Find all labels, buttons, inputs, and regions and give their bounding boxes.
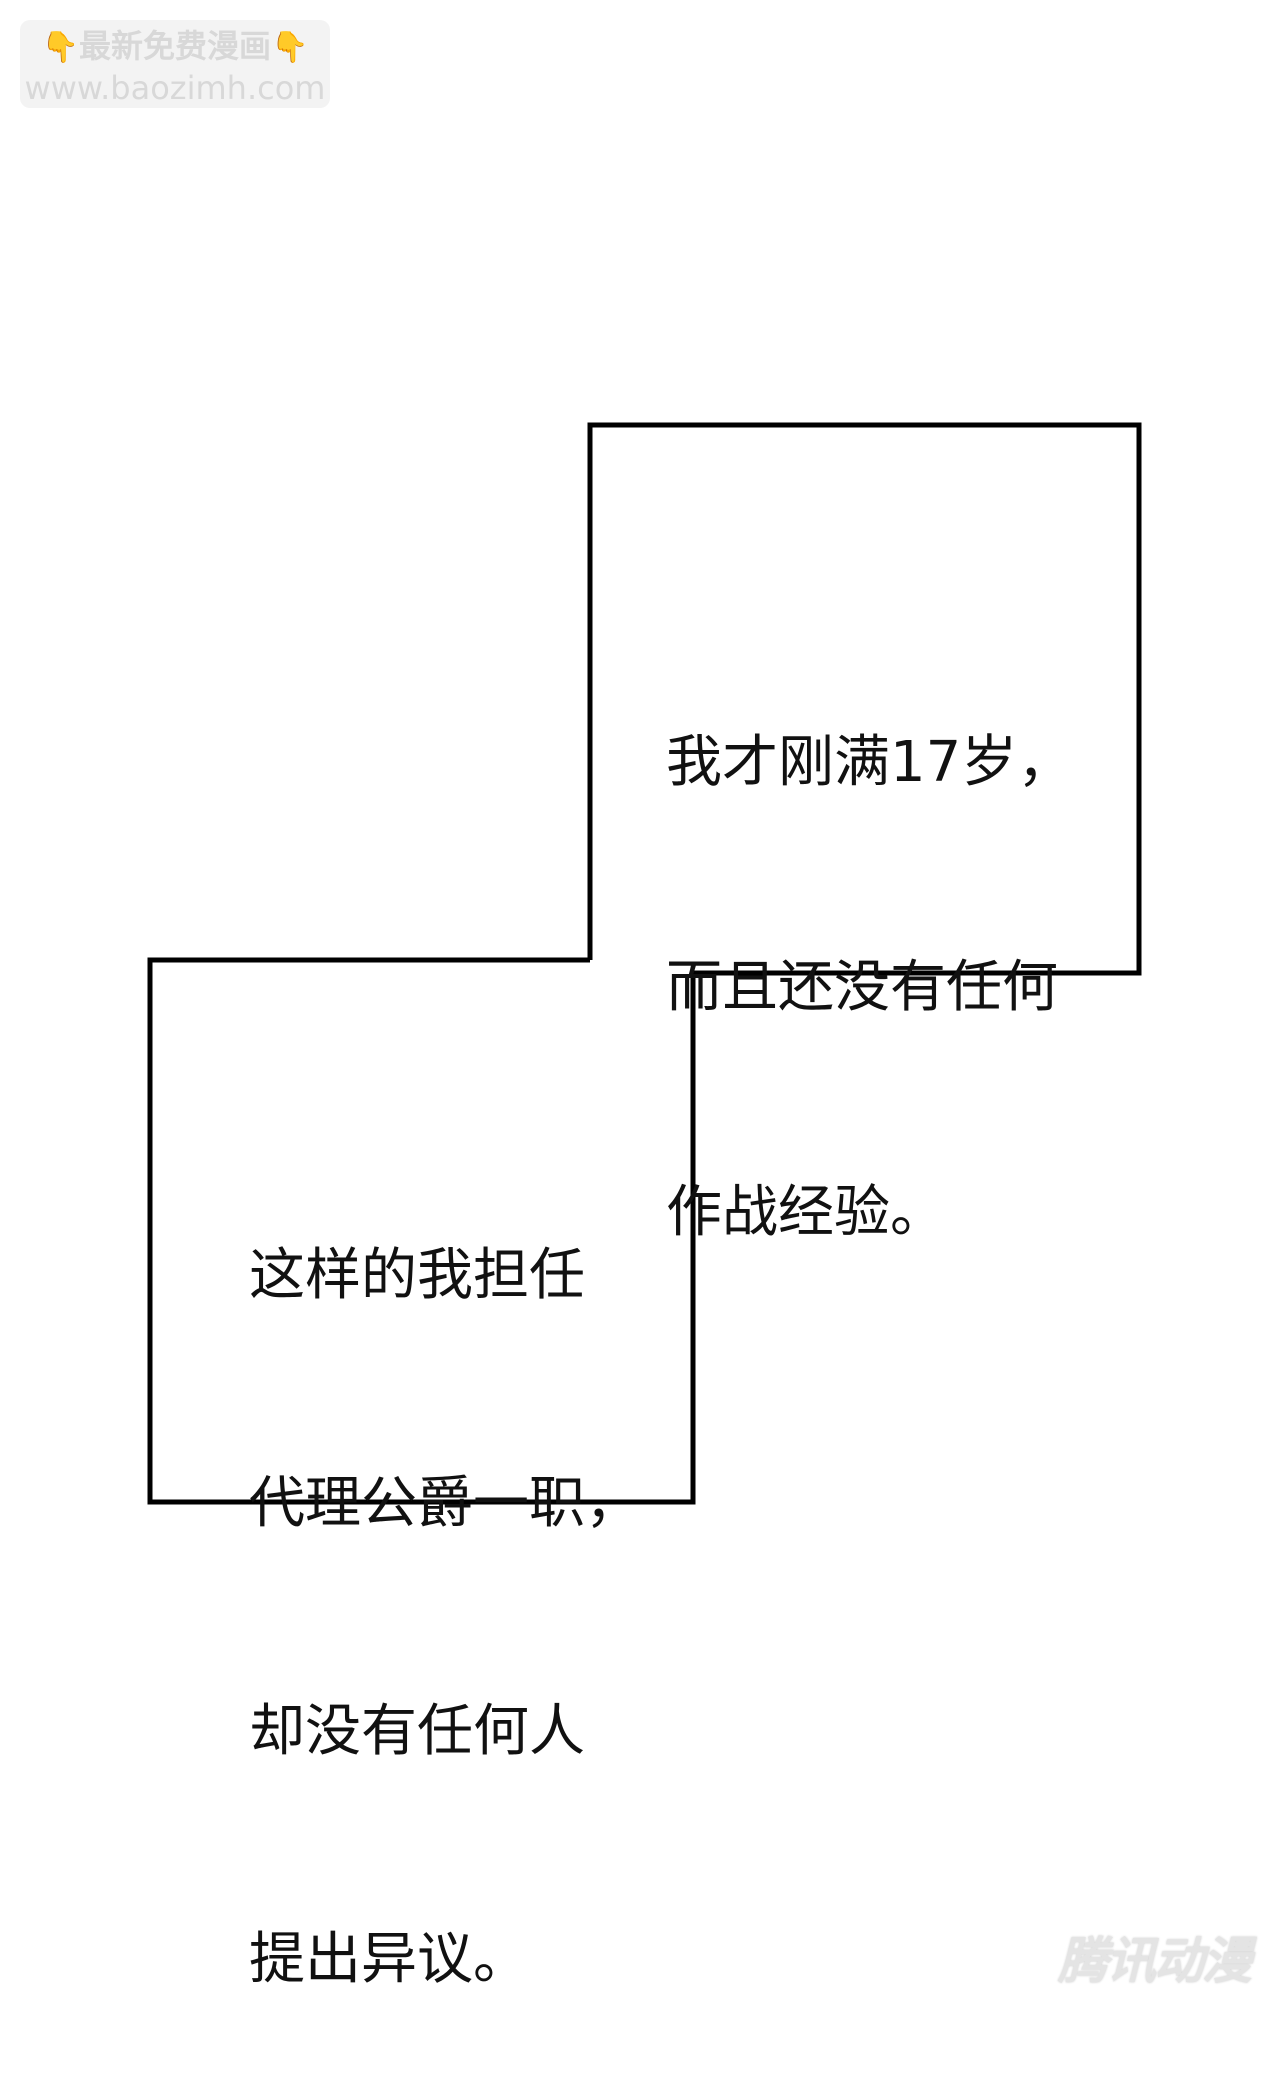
caption-line: 作战经验。 (666, 1180, 946, 1245)
caption-panel-1: 我才刚满17岁， 而且还没有任何 作战经验。 (666, 575, 1073, 1325)
caption-line: 这样的我担任 (249, 1243, 585, 1308)
caption-line: 我才刚满17岁， (666, 730, 1074, 795)
caption-panels-frame (147, 422, 1142, 1505)
caption-line: 却没有任何人 (249, 1699, 585, 1764)
caption-line: 而且还没有任何 (666, 955, 1058, 1020)
caption-line: 代理公爵一职， (249, 1471, 641, 1536)
watermark-slogan: 最新免费漫画 (78, 27, 271, 65)
pointing-down-hand-icon: 👇 (41, 30, 79, 65)
tencent-comic-watermark: 腾讯动漫 (1058, 1932, 1252, 1990)
caption-panel-2: 这样的我担任 代理公爵一职， 却没有任何人 提出异议。 (249, 1086, 641, 2074)
pointing-down-hand-icon: 👇 (271, 30, 309, 65)
baozimh-watermark: 👇最新免费漫画👇 www.baozimh.com (20, 20, 330, 108)
caption-line: 提出异议。 (249, 1927, 529, 1992)
watermark-url: www.baozimh.com (24, 69, 326, 107)
panel-2-border (147, 957, 696, 1505)
panel-1-border (587, 422, 1142, 976)
